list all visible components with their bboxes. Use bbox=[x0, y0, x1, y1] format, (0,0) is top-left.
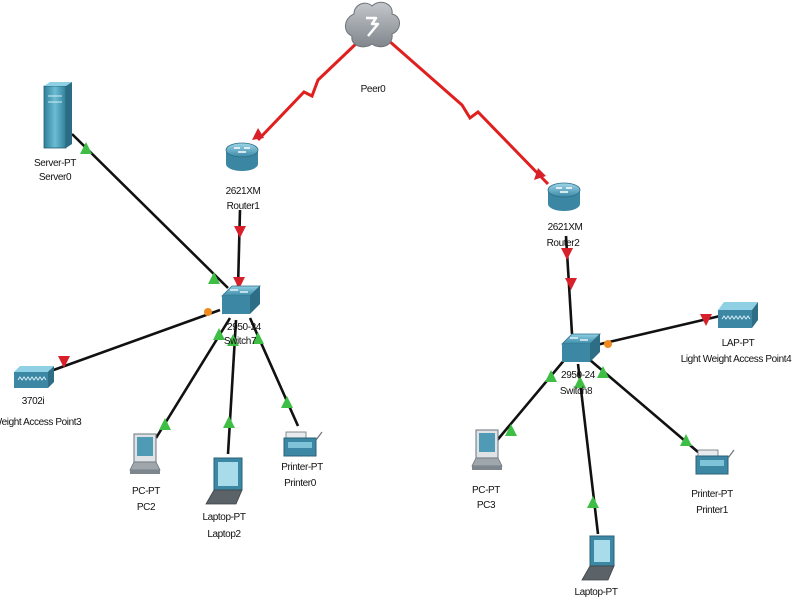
link-blocking-indicator bbox=[204, 308, 212, 316]
device-label: Laptop2 bbox=[207, 529, 241, 540]
link-server0-switch7[interactable] bbox=[71, 133, 229, 289]
device-peer0[interactable]: Peer0 bbox=[345, 1, 400, 95]
device-model: Server-PT bbox=[34, 158, 76, 169]
laptop-icon bbox=[205, 457, 243, 505]
device-label: PC2 bbox=[137, 502, 156, 513]
link-printer1-switch8[interactable] bbox=[589, 359, 699, 453]
device-label: Switch7 bbox=[224, 336, 257, 347]
device-pc3[interactable]: PC-PT PC3 bbox=[471, 429, 503, 511]
device-switch7[interactable]: 2950-24 Switch7 bbox=[221, 285, 262, 347]
device-laptop-right[interactable]: Laptop-PT bbox=[574, 535, 618, 598]
device-label: Switch8 bbox=[560, 386, 593, 397]
router-icon bbox=[225, 142, 259, 171]
device-model: Laptop-PT bbox=[574, 587, 617, 597]
switch-icon bbox=[221, 285, 261, 314]
device-label: Router2 bbox=[547, 238, 581, 249]
device-model: Laptop-PT bbox=[202, 512, 245, 523]
device-model: 2621XM bbox=[548, 222, 583, 233]
link-pc3-switch8[interactable] bbox=[493, 357, 567, 445]
link-up-indicator bbox=[505, 424, 517, 436]
link-up-indicator bbox=[545, 370, 557, 382]
link-router1-switch7[interactable] bbox=[236, 209, 242, 289]
device-label: PC3 bbox=[477, 500, 496, 511]
cloud-icon bbox=[345, 1, 400, 48]
link-down-indicator bbox=[700, 314, 712, 326]
device-model: Printer-PT bbox=[281, 462, 323, 473]
link-up-indicator bbox=[159, 418, 171, 430]
link-down-indicator bbox=[534, 168, 546, 180]
device-router2[interactable]: 2621XM Router2 bbox=[547, 182, 583, 249]
link-down-indicator bbox=[561, 248, 573, 260]
link-up-indicator bbox=[223, 416, 235, 428]
link-up-indicator bbox=[587, 496, 599, 508]
link-down-indicator bbox=[565, 278, 577, 290]
laptop-icon bbox=[581, 535, 615, 581]
link-up-indicator bbox=[574, 376, 586, 388]
device-label: Light Weight Access Point4 bbox=[681, 354, 792, 365]
link-peer0-router2[interactable] bbox=[387, 38, 550, 186]
device-label: Light Weight Access Point3 bbox=[0, 417, 82, 428]
link-ap3-switch7[interactable] bbox=[47, 308, 221, 374]
access-point-icon bbox=[14, 366, 54, 388]
link-peer0-router1[interactable] bbox=[256, 38, 362, 142]
link-up-indicator bbox=[213, 328, 225, 340]
device-model: 2950-24 bbox=[561, 370, 596, 381]
device-model: 2621XM bbox=[226, 186, 261, 197]
switch-icon bbox=[561, 333, 601, 362]
access-point-icon bbox=[718, 302, 758, 328]
device-laptop2[interactable]: Laptop-PT Laptop2 bbox=[202, 457, 246, 540]
link-down-indicator bbox=[58, 356, 70, 368]
device-model: PC-PT bbox=[132, 486, 160, 497]
device-pc2[interactable]: PC-PT PC2 bbox=[129, 433, 161, 513]
link-up-indicator bbox=[80, 142, 92, 154]
link-down-indicator bbox=[234, 226, 246, 238]
device-model: Printer-PT bbox=[691, 489, 733, 500]
printer-icon bbox=[283, 431, 323, 457]
server-icon bbox=[43, 82, 72, 149]
device-printer1[interactable]: Printer-PT Printer1 bbox=[691, 449, 735, 516]
link-up-indicator bbox=[597, 366, 609, 378]
link-up-indicator bbox=[252, 332, 264, 344]
device-label: Printer1 bbox=[696, 505, 729, 516]
link-status-indicators bbox=[58, 128, 712, 508]
link-down-indicator bbox=[233, 277, 245, 289]
link-up-indicator bbox=[208, 272, 220, 284]
pc-icon bbox=[129, 433, 161, 474]
link-blocking-indicator bbox=[604, 340, 612, 348]
device-ap3[interactable]: 3702i Light Weight Access Point3 bbox=[0, 366, 83, 428]
printer-icon bbox=[695, 449, 735, 475]
pc-icon bbox=[471, 429, 503, 470]
device-server0[interactable]: Server-PT Server0 bbox=[34, 82, 77, 183]
link-up-indicator bbox=[680, 434, 692, 446]
router-icon bbox=[547, 182, 581, 211]
device-router1[interactable]: 2621XM Router1 bbox=[225, 142, 261, 212]
link-down-indicator bbox=[252, 128, 264, 140]
link-ap4-switch8[interactable] bbox=[591, 314, 721, 348]
device-label: Peer0 bbox=[361, 84, 387, 95]
link-up-indicator bbox=[227, 334, 239, 346]
device-model: 2950-24 bbox=[227, 322, 262, 333]
device-model: PC-PT bbox=[472, 485, 500, 496]
link-up-indicator bbox=[281, 396, 293, 408]
device-label: Printer0 bbox=[284, 478, 317, 489]
device-ap4[interactable]: LAP-PT Light Weight Access Point4 bbox=[681, 302, 793, 365]
device-label: Server0 bbox=[39, 172, 72, 183]
device-switch8[interactable]: 2950-24 Switch8 bbox=[560, 333, 601, 397]
device-model: LAP-PT bbox=[722, 338, 755, 349]
device-model: 3702i bbox=[22, 396, 45, 407]
device-printer0[interactable]: Printer-PT Printer0 bbox=[281, 431, 323, 489]
device-label: Router1 bbox=[227, 201, 261, 212]
